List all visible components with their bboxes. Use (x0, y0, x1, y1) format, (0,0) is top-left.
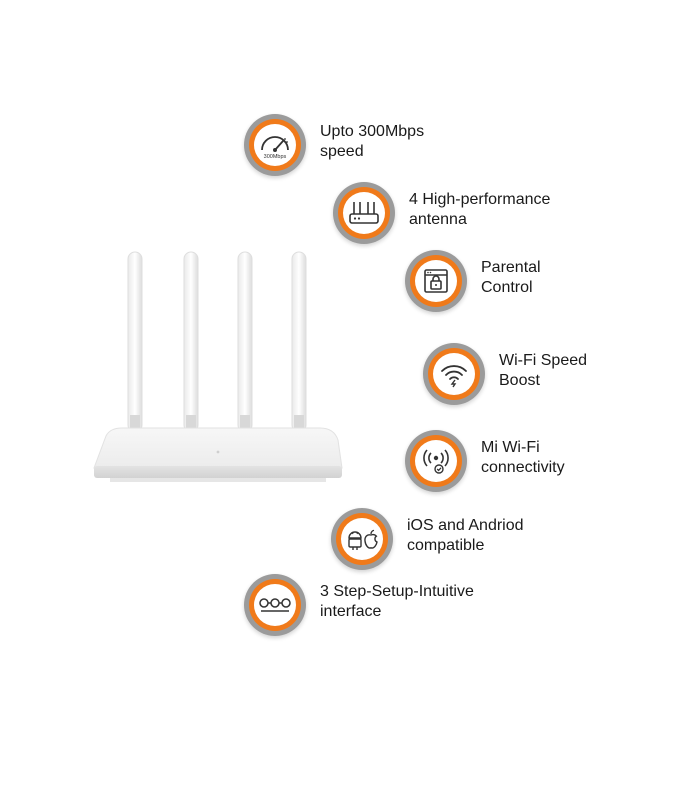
router-image (93, 251, 343, 482)
feature-antenna: 4 High-performance antenna (333, 182, 613, 252)
feature-label: 3 Step-Setup-Intuitive interface (320, 583, 474, 620)
feature-badge (423, 343, 485, 405)
speedometer-icon: 300Mbps (261, 136, 289, 160)
feature-label: Upto 300Mbps speed (320, 123, 425, 160)
three-step-icon (259, 598, 291, 612)
svg-text:300Mbps: 300Mbps (264, 154, 287, 160)
feature-setup: 3 Step-Setup-Intuitive interface (244, 574, 544, 644)
feature-speed: 300Mbps Upto 300Mbps speed (244, 114, 504, 184)
feature-label: iOS and Andriod compatible (407, 517, 524, 554)
feature-badge (405, 430, 467, 492)
wifi-boost-icon (441, 365, 467, 388)
mi-wifi-icon (423, 449, 449, 474)
feature-label: Wi-Fi Speed Boost (499, 352, 588, 389)
feature-badge: 300Mbps (244, 114, 306, 176)
router-antenna-icon (349, 202, 379, 224)
feature-badge (333, 182, 395, 244)
feature-badge (405, 250, 467, 312)
feature-label: 4 High-performance antenna (409, 191, 551, 228)
antennas (127, 251, 307, 433)
feature-badge (331, 508, 393, 570)
feature-label: Parental Control (481, 259, 541, 296)
feature-parental: Parental Control (405, 250, 605, 320)
android-apple-icon (348, 529, 378, 550)
feature-mi-wifi: Mi Wi-Fi connectivity (405, 430, 645, 500)
feature-ios-android: iOS and Andriod compatible (331, 508, 571, 578)
feature-label: Mi Wi-Fi connectivity (481, 439, 565, 476)
feature-badge (244, 574, 306, 636)
feature-wifi-boost: Wi-Fi Speed Boost (423, 343, 643, 413)
parental-lock-icon (424, 269, 448, 293)
